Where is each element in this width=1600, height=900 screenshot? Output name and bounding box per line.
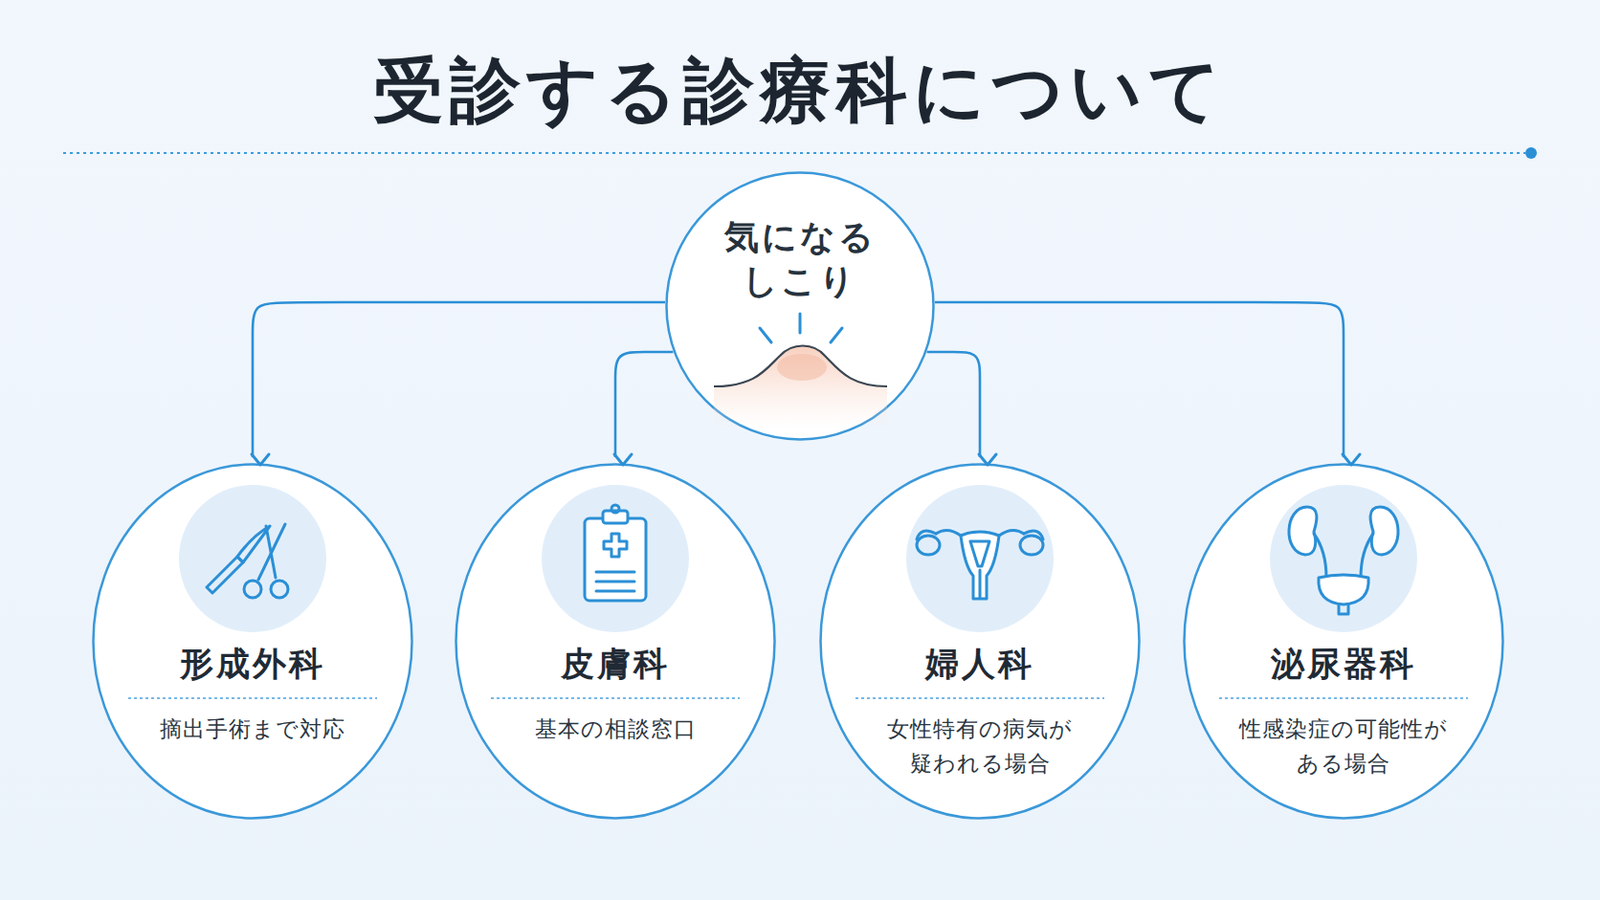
clipboard-icon-part (584, 518, 646, 601)
concern-label: 気になる しこり (704, 215, 896, 304)
department-ellipse: 婦人科女性特有の病気が 疑われる場合 (819, 463, 1141, 821)
department-note-wrap: 性感染症の可能性が ある場合 (1182, 711, 1505, 781)
dotted-divider (855, 697, 1105, 700)
concern-circle: 気になる しこり (665, 171, 935, 442)
surgery-icon-part (270, 580, 289, 599)
node-outline (91, 463, 414, 821)
dotted-divider (128, 697, 378, 700)
department-name: 形成外科 (179, 643, 326, 686)
surgery-icon (178, 485, 327, 633)
department-name-wrap: 皮膚科 (454, 643, 777, 686)
uterus-icon-part (999, 530, 1024, 536)
department-note: 女性特有の病気が 疑われる場合 (862, 711, 1098, 781)
flow-arrow (615, 352, 673, 458)
clipboard-icon-part (596, 571, 635, 575)
urinary-icon-part (1318, 575, 1369, 605)
dotted-divider (490, 697, 740, 700)
uterus-icon-part (978, 570, 982, 598)
concern-label-wrap: 気になる しこり (665, 215, 935, 304)
urinary-icon-part (1370, 507, 1399, 556)
clipboard-icon-part (611, 505, 620, 513)
clipboard-icon-part (602, 511, 628, 524)
department-note-wrap: 基本の相談窓口 (454, 711, 777, 747)
surgery-icon-part (178, 485, 327, 633)
uterus-icon-part (1023, 531, 1044, 540)
clipboard-icon-part (596, 590, 635, 594)
lump-illustration-part (777, 354, 827, 381)
uterus-icon-part (1020, 535, 1044, 556)
department-note: 基本の相談窓口 (534, 711, 697, 747)
uterus-icon-part (970, 541, 990, 567)
surgery-icon-part (237, 526, 270, 563)
flow-arrow (927, 352, 980, 458)
surgery-icon-part (244, 580, 262, 599)
lump-illustration (713, 313, 888, 429)
node-shape (821, 465, 1140, 820)
node-shape (456, 465, 776, 820)
department-ellipse: 泌尿器科性感染症の可能性が ある場合 (1182, 463, 1505, 821)
node-shape (93, 465, 413, 820)
department-name: 婦人科 (925, 643, 1035, 686)
uterus-icon-part (916, 531, 936, 540)
uterus-icon-part (906, 485, 1054, 633)
flow-arrow (252, 302, 666, 458)
urinary-icon-part (1269, 485, 1418, 633)
department-name: 皮膚科 (560, 643, 670, 686)
urinary-icon-part (1313, 533, 1327, 578)
clipboard-icon-part (596, 580, 635, 584)
title-rule (63, 147, 1537, 159)
dotted-divider (1219, 697, 1468, 700)
uterus-icon-part (935, 530, 961, 536)
node-outline (454, 463, 777, 821)
urinary-icon-part (1360, 533, 1374, 578)
department-name: 泌尿器科 (1270, 643, 1417, 686)
surgery-icon-part (206, 556, 244, 594)
department-ellipse: 形成外科摘出手術まで対応 (91, 463, 414, 821)
department-note: 性感染症の可能性が ある場合 (1225, 711, 1462, 781)
lump-illustration-part (713, 346, 888, 388)
department-note: 摘出手術まで対応 (159, 711, 346, 747)
node-outline (665, 171, 935, 442)
urinary-icon-part (1288, 507, 1317, 556)
clipboard-icon-part (603, 533, 627, 557)
surgery-icon-part (258, 524, 286, 580)
department-note-wrap: 女性特有の病気が 疑われる場合 (819, 711, 1141, 781)
department-note-wrap: 摘出手術まで対応 (91, 711, 414, 747)
lump-illustration-part (759, 328, 772, 343)
uterus-icon (906, 485, 1054, 633)
node-shape (666, 173, 934, 441)
uterus-icon-part (960, 532, 1000, 600)
title-rule-part (63, 152, 1526, 155)
urinary-icon-part (1338, 604, 1349, 615)
uterus-icon-part (916, 535, 940, 556)
lump-illustration-part (830, 328, 843, 343)
department-name-wrap: 形成外科 (91, 643, 414, 686)
node-shape (1184, 465, 1504, 820)
surgery-icon-part (266, 526, 276, 578)
diagram-title: 受診する診療科について (0, 42, 1600, 138)
title-rule-part (1525, 147, 1537, 159)
clipboard-icon-part (541, 485, 689, 633)
lump-illustration-part (799, 313, 802, 334)
flow-arrow (934, 302, 1344, 458)
urinary-icon (1269, 485, 1418, 633)
department-name-wrap: 婦人科 (819, 643, 1141, 686)
department-ellipse: 皮膚科基本の相談窓口 (454, 463, 777, 821)
clipboard-icon (541, 485, 689, 633)
lump-illustration-part (713, 346, 888, 430)
department-name-wrap: 泌尿器科 (1182, 643, 1505, 686)
